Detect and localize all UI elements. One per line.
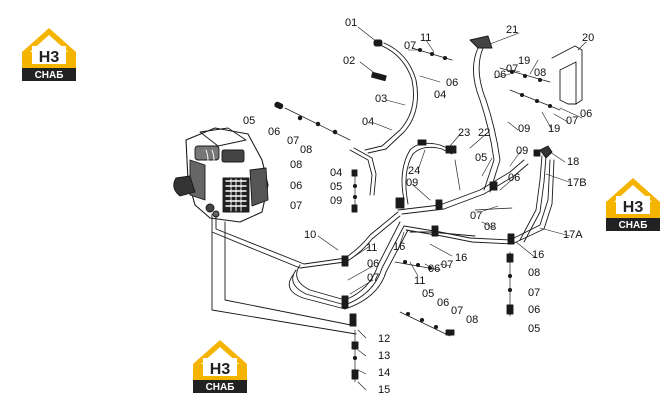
callout-11: 11 (420, 32, 432, 44)
callout-04: 04 (362, 116, 375, 128)
callout-11: 11 (366, 242, 378, 254)
callout-04: 04 (434, 89, 447, 101)
callout-05: 05 (422, 288, 435, 300)
callout-17B: 17B (567, 177, 587, 189)
callout-06: 06 (290, 180, 303, 192)
callout-09: 09 (406, 177, 419, 189)
callout-07: 07 (528, 287, 541, 299)
callout-06: 06 (528, 304, 541, 316)
callout-06: 06 (494, 69, 507, 81)
callout-06: 06 (367, 258, 380, 270)
callout-05: 05 (528, 323, 541, 335)
callout-21: 21 (506, 24, 519, 36)
leader-lines (317, 26, 587, 391)
hose-upper-left (364, 42, 418, 154)
callout-16: 16 (532, 249, 545, 261)
callout-09: 09 (330, 195, 343, 207)
callout-18: 18 (567, 156, 580, 168)
callout-06: 06 (437, 297, 450, 309)
callout-07: 07 (441, 259, 454, 271)
callout-02: 02 (343, 55, 356, 67)
callout-16: 16 (455, 252, 468, 264)
hose-upper-right (469, 35, 501, 193)
callout-06: 06 (580, 108, 593, 120)
logo-word-text: СНАБ (35, 70, 64, 81)
callout-06: 06 (268, 126, 281, 138)
callout-17A: 17A (563, 229, 583, 241)
brand-logo-right: H3 СНАБ (606, 178, 660, 231)
callout-08: 08 (484, 221, 497, 233)
callout-06: 06 (446, 77, 459, 89)
callout-07: 07 (404, 40, 417, 52)
callout-15: 15 (378, 384, 391, 396)
fittings-right (519, 145, 553, 243)
callout-07: 07 (290, 200, 303, 212)
callout-07: 07 (566, 115, 579, 127)
callout-22: 22 (478, 127, 491, 139)
callout-07: 07 (451, 305, 464, 317)
logo-word-text: СНАБ (619, 220, 648, 231)
callout-03: 03 (375, 93, 388, 105)
heater-unit (173, 127, 269, 223)
callout-07: 07 (367, 272, 380, 284)
callout-05: 05 (330, 181, 343, 193)
callout-09: 09 (516, 145, 529, 157)
callout-12: 12 (378, 333, 391, 345)
brand-logo-top-left: H3 СНАБ (22, 28, 76, 81)
callout-08: 08 (534, 67, 547, 79)
callout-05: 05 (475, 152, 488, 164)
callout-20: 20 (582, 32, 595, 44)
callout-04: 04 (330, 167, 343, 179)
callout-05: 05 (243, 115, 256, 127)
callout-19: 19 (548, 123, 561, 135)
callout-07: 07 (506, 63, 519, 75)
callout-06: 06 (428, 263, 441, 275)
exploded-part-lines (284, 47, 561, 383)
logo-mark-text: H3 (39, 49, 60, 66)
callout-09: 09 (518, 123, 531, 135)
callout-06: 06 (508, 172, 521, 184)
logo-mark-text: H3 (210, 361, 231, 378)
callout-11: 11 (414, 275, 426, 287)
callout-14: 14 (378, 367, 391, 379)
callout-23: 23 (458, 127, 471, 139)
clamps (274, 39, 553, 380)
callout-07: 07 (287, 135, 300, 147)
bracket-20 (551, 45, 583, 105)
callout-16: 16 (393, 241, 406, 253)
callout-24: 24 (408, 165, 421, 177)
hose-bundle-right (349, 142, 555, 245)
brand-logo-bottom-left: H3 СНАБ (193, 340, 247, 393)
callout-08: 08 (290, 159, 303, 171)
logo-mark-text: H3 (623, 199, 644, 216)
callout-07: 07 (470, 210, 483, 222)
callout-08: 08 (466, 314, 479, 326)
callout-13: 13 (378, 350, 391, 362)
callout-08: 08 (528, 267, 541, 279)
callout-10: 10 (304, 229, 317, 241)
logo-word-text: СНАБ (206, 382, 235, 393)
callout-01: 01 (345, 17, 358, 29)
callout-19: 19 (518, 55, 531, 67)
callout-08: 08 (300, 144, 313, 156)
